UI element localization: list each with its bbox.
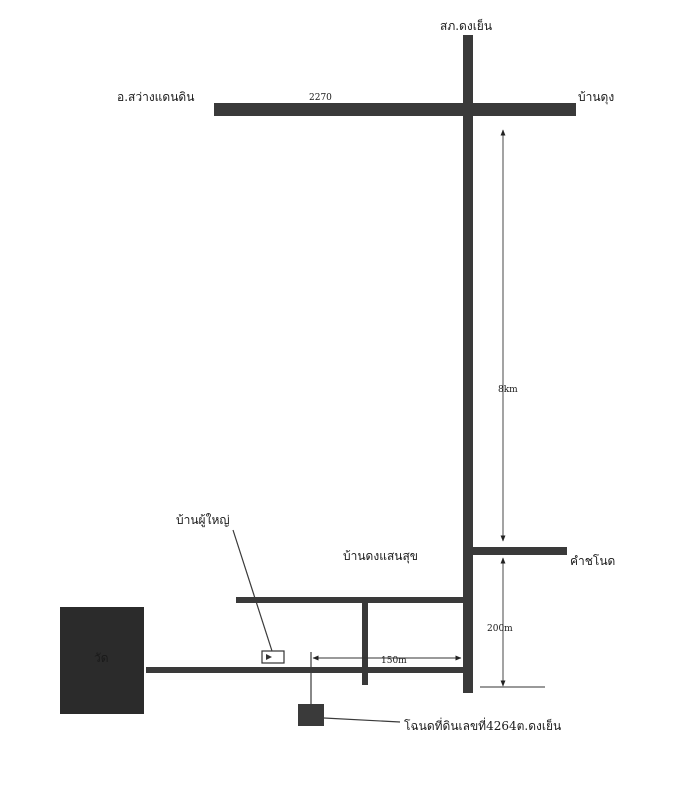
label-kham-chanot: คำชโนด	[570, 554, 615, 568]
label-distance-150m: 150m	[381, 656, 407, 666]
label-land-deed: โฉนดที่ดินเลขที่4264ต.ดงเย็น	[404, 717, 561, 733]
label-temple: วัด	[94, 651, 109, 665]
main-road-north-south	[463, 35, 473, 693]
village-head-house-flag-icon	[266, 654, 272, 660]
label-police-station: สภ.ดงเย็น	[440, 18, 492, 33]
village-lane-lower	[146, 667, 463, 673]
village-lane-upper	[236, 597, 463, 603]
label-ban-dong-saensuk: บ้านดงแสนสุข	[343, 549, 418, 564]
lane-connector	[362, 600, 368, 685]
village-head-leader-line	[232, 529, 273, 652]
label-road-number: 2270	[309, 93, 332, 103]
road-2270	[214, 103, 576, 116]
label-ban-dung: บ้านดุง	[578, 90, 614, 105]
temple-block	[60, 607, 144, 714]
land-plot-marker	[298, 704, 324, 726]
label-village-head-house: บ้านผู้ใหญ่	[176, 513, 230, 528]
village-head-house-box	[261, 650, 285, 664]
road-to-kham-chanot	[473, 547, 567, 555]
plot-leader-line	[323, 717, 401, 723]
label-distance-8km: 8km	[498, 385, 518, 395]
label-district: อ.สว่างแดนดิน	[117, 90, 194, 104]
label-distance-200m: 200m	[487, 624, 513, 634]
